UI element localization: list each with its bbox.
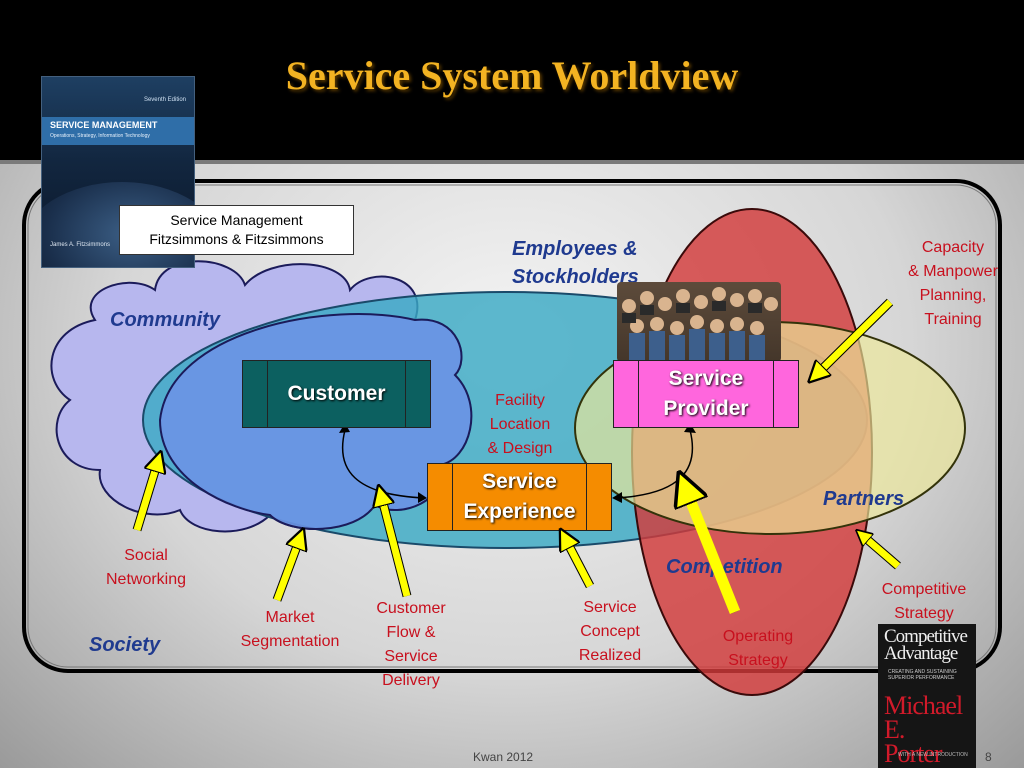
customer-label: Customer	[287, 382, 386, 405]
society-label: Society	[89, 634, 161, 656]
competitive-strategy-arrow	[862, 535, 901, 569]
community-label: Community	[110, 309, 220, 331]
porter-book-subtitle: CREATING AND SUSTAINING SUPERIOR PERFORM…	[888, 669, 957, 681]
society-frame	[22, 179, 1002, 673]
slide-title: Service System Worldview	[285, 53, 739, 98]
footer-author: Kwan 2012	[473, 750, 534, 764]
employees-label: Employees & Stockholders	[512, 238, 639, 288]
customer-flow-arrow	[381, 495, 411, 597]
book-caption: Service Management Fitzsimmons & Fitzsim…	[119, 205, 354, 255]
competition-label: Competition	[666, 556, 783, 578]
operating-strategy-arrow	[685, 487, 741, 615]
market-segmentation-arrow	[273, 538, 300, 602]
service-concept-arrow	[565, 538, 594, 588]
book-edition: Seventh Edition	[143, 97, 186, 103]
porter-book-footer: WITH A NEW INTRODUCTION	[898, 752, 968, 758]
porter-book-author: Michael E.Porter	[884, 691, 963, 768]
capacity-arrow	[816, 299, 893, 375]
partners-label: Partners	[823, 488, 905, 510]
page-number: 8	[985, 750, 992, 764]
book-subtitle: Operations, Strategy, Information Techno…	[50, 133, 150, 139]
customer-box: Customer	[242, 360, 431, 428]
people-photo	[617, 282, 781, 362]
book-title: SERVICE MANAGEMENT	[50, 120, 158, 130]
social-networking-arrow	[133, 461, 158, 532]
book-author: James A. Fitzsimmons	[50, 242, 111, 248]
